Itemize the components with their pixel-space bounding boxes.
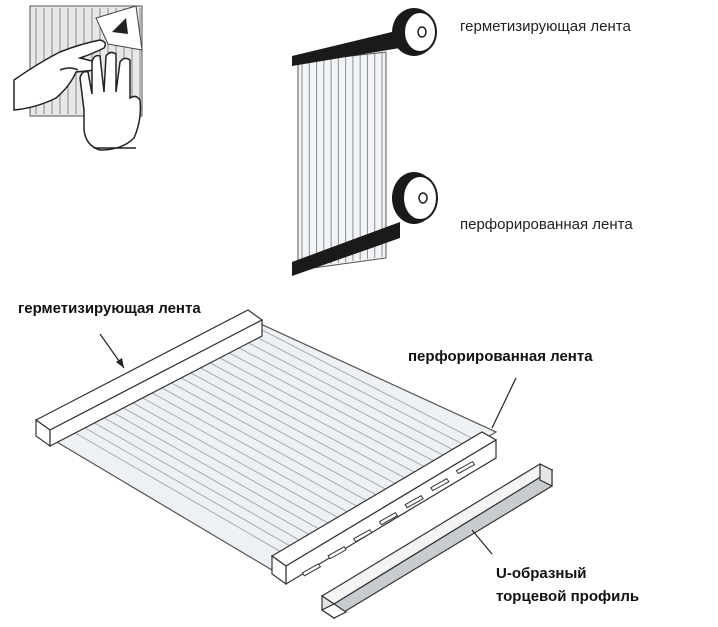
hands-applying-tape-illustration: [13, 5, 143, 151]
leader-perforated: [491, 377, 517, 429]
label-top-perforated-tape: перфорированная лента: [460, 216, 633, 233]
bottom-tape-roll: [392, 172, 438, 224]
bottom-perforated-tape-strip: [292, 222, 400, 276]
u-profile: [320, 463, 554, 620]
leader-u-profile: [471, 529, 493, 555]
top-tape-roll: [392, 8, 437, 56]
left-hand-sketch: [13, 39, 107, 111]
sealing-tape-edge: [34, 309, 264, 448]
flat-sheet-illustration: [34, 309, 554, 620]
top-sealing-tape-strip: [292, 30, 400, 66]
label-u-profile-line1: U-образный: [496, 565, 587, 582]
label-u-profile-line2: торцевой профиль: [496, 588, 640, 605]
label-bottom-sealing-tape: герметизирующая лента: [18, 300, 201, 317]
perforated-tape-edge: [270, 431, 498, 586]
vertical-panel-illustration: [292, 8, 438, 276]
label-top-sealing-tape: герметизирующая лента: [460, 18, 631, 35]
label-bottom-perforated-tape: перфорированная лента: [408, 348, 593, 365]
